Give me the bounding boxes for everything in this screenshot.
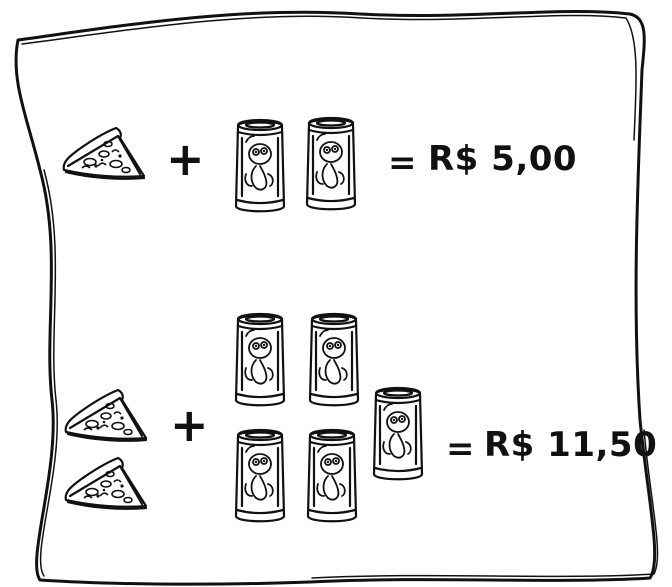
soda-can-icon — [370, 384, 426, 484]
equals-sign: = — [388, 146, 417, 180]
soda-can-icon — [304, 426, 360, 526]
equals-sign: = — [446, 432, 475, 466]
plus-sign: + — [170, 402, 209, 448]
pizza-slice-icon — [62, 456, 148, 512]
price-label: R$ 11,50 — [484, 428, 657, 462]
price-label: R$ 5,00 — [428, 142, 577, 176]
soda-can-icon — [306, 310, 362, 410]
plus-sign: + — [166, 136, 205, 182]
pizza-slice-icon — [60, 126, 146, 182]
soda-can-icon — [303, 114, 359, 214]
pizza-slice-icon — [62, 388, 148, 444]
soda-can-icon — [232, 116, 288, 216]
soda-can-icon — [232, 426, 288, 526]
soda-can-icon — [232, 310, 288, 410]
